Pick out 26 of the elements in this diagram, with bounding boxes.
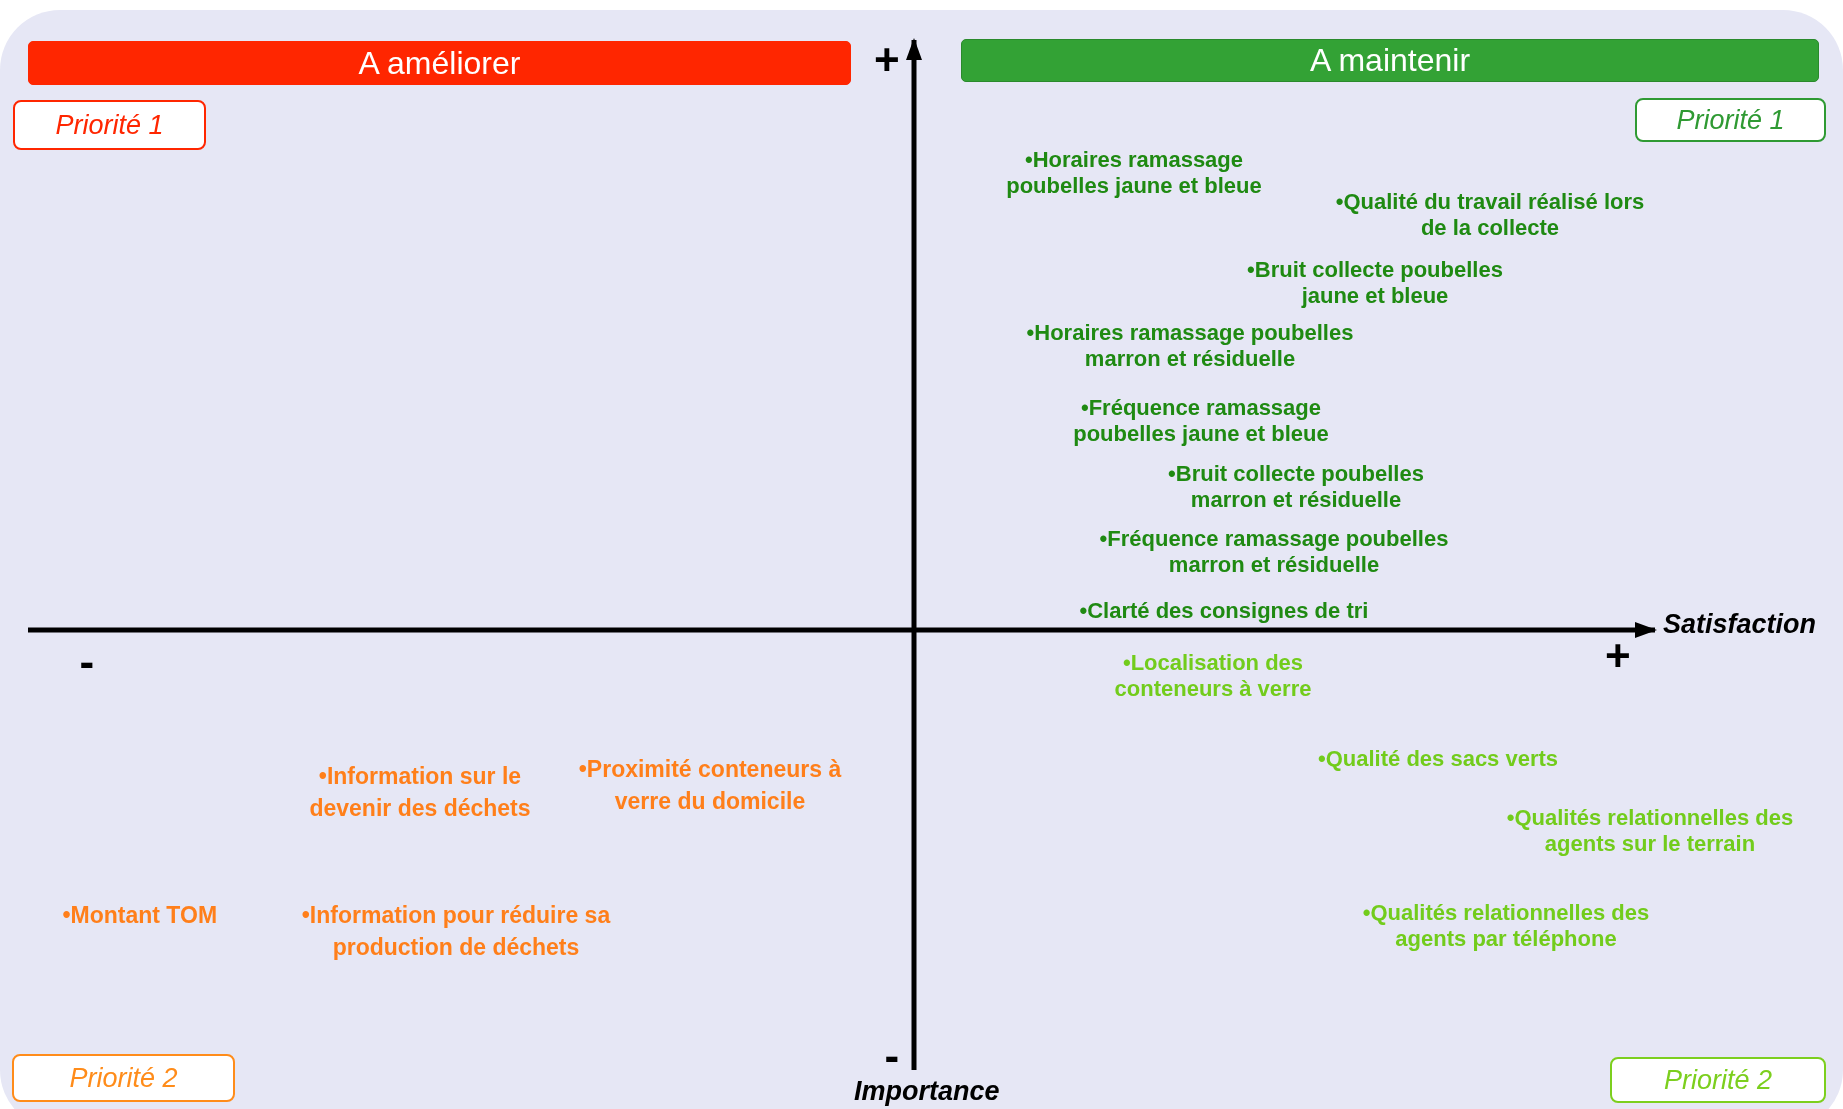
criterion-label: •Localisation des conteneurs à verre <box>1113 650 1313 703</box>
criterion-label: •Horaires ramassage poubelles marron et résiduelle <box>1025 320 1355 373</box>
axis-title: Satisfaction <box>1663 608 1817 641</box>
criterion-label: •Horaires ramassage poubelles jaune et bleue <box>1005 147 1263 200</box>
priority-tag: Priorité 1 <box>13 100 206 150</box>
criterion-label: •Information pour réduire sa production de déchets <box>300 901 612 962</box>
criterion-label: •Qualités relationnelles des agents sur le terrain <box>1505 805 1795 858</box>
criterion-label: •Fréquence ramassage poubelles marron et résiduelle <box>1098 526 1450 579</box>
header-banner: A maintenir <box>961 39 1819 82</box>
criterion-label: •Proximité conteneurs à verre du domicile <box>577 755 843 816</box>
header-banner: A améliorer <box>28 41 851 85</box>
priority-tag: Priorité 1 <box>1635 98 1826 142</box>
axis-sign: - <box>79 636 95 688</box>
criterion-label: •Clarté des consignes de tri <box>1079 598 1369 625</box>
criterion-label: •Information sur le devenir des déchets <box>308 762 532 823</box>
criterion-label: •Qualités relationnelles des agents par téléphone <box>1361 900 1651 953</box>
axis-sign: + <box>874 34 900 86</box>
criterion-label: •Montant TOM <box>62 901 218 930</box>
axis-sign: + <box>1605 630 1631 682</box>
criterion-label: •Fréquence ramassage poubelles jaune et bleue <box>1072 395 1330 448</box>
priority-tag: Priorité 2 <box>1610 1057 1826 1103</box>
criterion-label: •Qualité du travail réalisé lors de la collecte <box>1334 189 1646 242</box>
criterion-label: •Bruit collecte poubelles marron et résiduelle <box>1167 461 1425 514</box>
criterion-label: •Bruit collecte poubelles jaune et bleue <box>1246 257 1504 310</box>
priority-tag: Priorité 2 <box>12 1054 235 1102</box>
criterion-label: •Qualité des sacs verts <box>1318 746 1559 773</box>
